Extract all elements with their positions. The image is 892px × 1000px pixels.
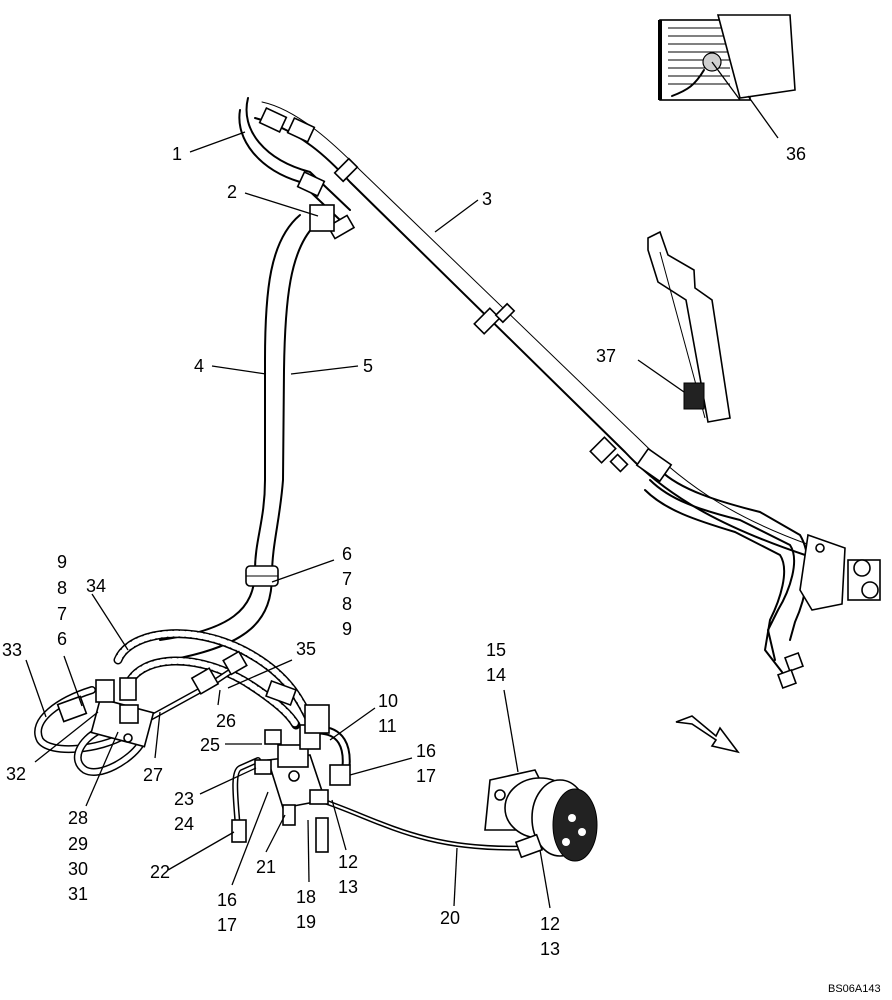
callout-15: 15 (486, 640, 506, 660)
callout-labels: 1 2 3 4 5 6 7 8 9 9 8 7 6 34 33 35 10 11… (2, 144, 881, 995)
callout-11: 11 (378, 716, 397, 736)
callout-22: 22 (150, 862, 170, 882)
callout-25: 25 (200, 735, 220, 755)
callout-21: 21 (256, 857, 276, 877)
callout-17-left: 17 (217, 915, 237, 935)
callout-31: 31 (68, 884, 88, 904)
callout-12-motor: 12 (540, 914, 560, 934)
callout-34: 34 (86, 576, 106, 596)
callout-36: 36 (786, 144, 806, 164)
fittings (56, 107, 881, 862)
callout-16-left: 16 (217, 890, 237, 910)
callout-4: 4 (194, 356, 204, 376)
callout-12-mid: 12 (338, 852, 358, 872)
callout-27: 27 (143, 765, 163, 785)
callout-35: 35 (296, 639, 316, 659)
callout-9: 9 (342, 619, 352, 639)
callout-32: 32 (6, 764, 26, 784)
callout-18: 18 (296, 887, 316, 907)
callout-3: 3 (482, 189, 492, 209)
callout-6-left: 6 (57, 629, 67, 649)
callout-8: 8 (342, 594, 352, 614)
callout-7: 7 (342, 569, 352, 589)
callout-13-mid: 13 (338, 877, 358, 897)
callout-1: 1 (172, 144, 182, 164)
callout-5: 5 (363, 356, 373, 376)
callout-17-right: 17 (416, 766, 436, 786)
callout-26: 26 (216, 711, 236, 731)
inset-detail-36 (658, 14, 796, 139)
callout-6: 6 (342, 544, 352, 564)
callout-30: 30 (68, 859, 88, 879)
callout-37: 37 (596, 346, 616, 366)
callout-23: 23 (174, 789, 194, 809)
leader-lines (25, 131, 551, 909)
callout-9-left: 9 (57, 552, 67, 572)
callout-24: 24 (174, 814, 194, 834)
callout-29: 29 (68, 834, 88, 854)
callout-20: 20 (440, 908, 460, 928)
hydraulic-hoses (34, 97, 813, 851)
callout-13-motor: 13 (540, 939, 560, 959)
callout-16-right: 16 (416, 741, 436, 761)
callout-10: 10 (378, 691, 398, 711)
callout-7-left: 7 (57, 604, 67, 624)
callout-19: 19 (296, 912, 316, 932)
callout-14: 14 (486, 665, 506, 685)
callout-28: 28 (68, 808, 88, 828)
bracket-37 (637, 230, 731, 423)
drawing-code: BS06A143 (828, 983, 881, 995)
callout-8-left: 8 (57, 578, 67, 598)
callout-33: 33 (2, 640, 22, 660)
callout-2: 2 (227, 182, 237, 202)
